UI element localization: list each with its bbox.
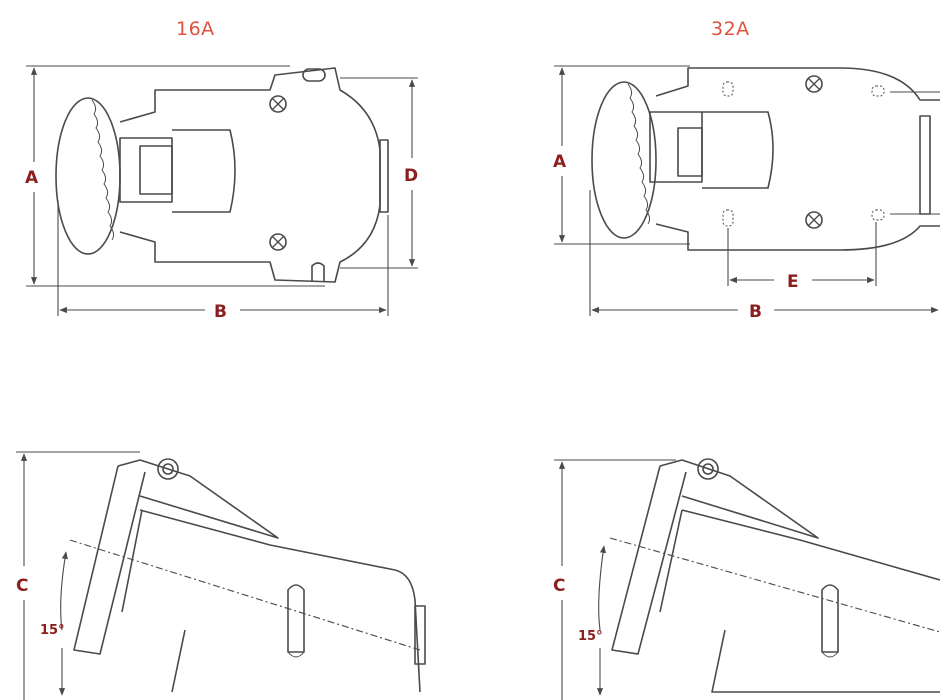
title-32a: 32A xyxy=(711,18,750,40)
plan-view-32a xyxy=(591,67,940,251)
side-view-16a xyxy=(69,458,426,693)
dim-label-a-32a: A xyxy=(553,152,567,172)
dim-label-a-16a: A xyxy=(25,168,39,188)
dim-lines-side-32a xyxy=(554,459,676,700)
dim-label-d-16a: D xyxy=(404,166,418,186)
dim-lines-16a xyxy=(26,65,418,316)
dim-label-c-32a: C xyxy=(553,576,565,596)
dim-lines-side-16a xyxy=(16,451,140,700)
angle-label-16a: 15° xyxy=(40,623,65,638)
dim-label-e-32a: E xyxy=(787,272,799,292)
title-16a: 16A xyxy=(176,18,215,40)
dim-label-b-16a: B xyxy=(214,302,227,322)
side-view-32a xyxy=(609,458,940,693)
angle-label-32a: 15° xyxy=(578,629,603,644)
plan-view-16a xyxy=(55,67,389,283)
dim-lines-32a xyxy=(554,65,940,316)
dim-label-c-16a: C xyxy=(16,576,28,596)
dim-label-b-32a: B xyxy=(749,302,762,322)
